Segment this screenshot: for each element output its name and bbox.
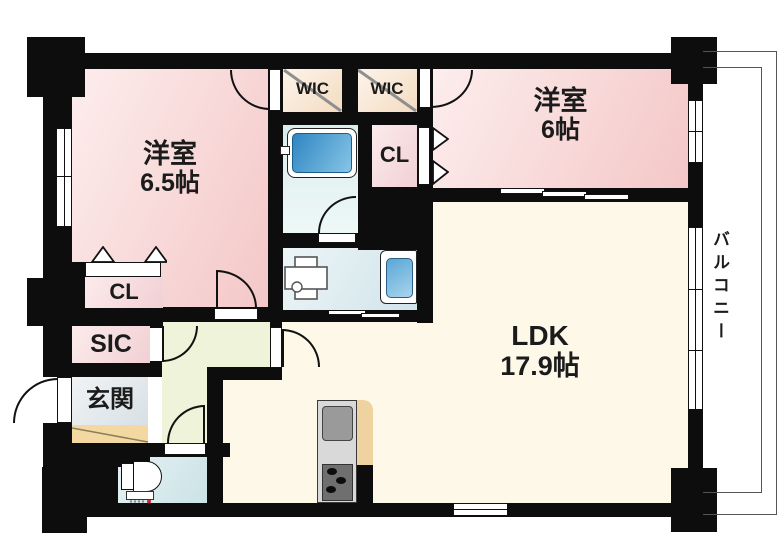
bedroom2-size: 6帖 xyxy=(541,116,580,145)
wall-below-closet2 xyxy=(358,187,433,250)
door-leaf-wic1 xyxy=(269,69,281,111)
opening-sic xyxy=(150,328,162,361)
room-sic xyxy=(72,326,150,363)
window-ldk-right xyxy=(688,227,703,410)
room-wic1 xyxy=(283,68,342,113)
washbasin-icon xyxy=(380,250,417,304)
window-bedroom1-left xyxy=(56,128,72,227)
balcony-railing-outer xyxy=(703,51,777,515)
wall-bedroom1-right xyxy=(268,53,283,322)
ldk-size: 17.9帖 xyxy=(500,351,580,382)
wall-top xyxy=(60,53,700,69)
window-ldk-bottom xyxy=(453,503,508,516)
door-leaf-ldk xyxy=(270,327,282,368)
label-sic: SIC xyxy=(90,330,132,358)
sliding-door-bedroom2-panel xyxy=(542,191,587,197)
opening-entrance-hall xyxy=(148,377,162,424)
door-leaf-bathroom xyxy=(318,233,356,243)
sliding-door-bedroom2-panel xyxy=(584,194,629,200)
bathtub-faucet-icon xyxy=(280,146,290,155)
door-leaf-bedroom1 xyxy=(214,308,258,320)
sliding-door-washroom-panel xyxy=(361,313,400,318)
pillar-bottom-left xyxy=(42,467,87,533)
swing-door-entrance-icon xyxy=(13,378,58,423)
label-wic2: WIC xyxy=(370,79,404,98)
window-bedroom2-right xyxy=(688,100,703,163)
label-entrance: 玄関 xyxy=(86,386,134,413)
label-bedroom1: 洋室 6.5帖 xyxy=(72,139,268,197)
bedroom1-size: 6.5帖 xyxy=(140,169,200,198)
door-leaf-toilet xyxy=(164,443,206,455)
room-bedroom2 xyxy=(433,69,688,188)
wall-hall-ldk-h xyxy=(207,367,282,380)
wall-bath-closet xyxy=(358,112,372,190)
door-leaf-closet2 xyxy=(418,127,430,185)
kitchen-counter-return xyxy=(357,400,373,465)
kitchen-stove-icon xyxy=(322,464,353,501)
pillar-bottom-right xyxy=(671,468,717,532)
label-bedroom2: 洋室 6帖 xyxy=(433,86,688,144)
wall-wic-divider xyxy=(342,53,358,112)
room-closet2 xyxy=(372,125,417,187)
toilet-control-panel-icon xyxy=(126,491,154,504)
bedroom2-name: 洋室 xyxy=(533,86,588,116)
folding-door-closet1-icon xyxy=(90,246,167,263)
label-balcony: バルコニー xyxy=(710,229,730,345)
door-leaf-wic2 xyxy=(419,68,431,108)
wall-sic-bottom xyxy=(43,363,162,377)
wall-bottom xyxy=(87,503,700,517)
ldk-name: LDK xyxy=(511,320,569,351)
label-closet1: CL xyxy=(109,279,139,304)
room-entrance xyxy=(72,377,148,425)
folding-door-track-closet1 xyxy=(85,262,161,277)
sliding-door-washroom-panel xyxy=(328,310,366,315)
label-closet2: CL xyxy=(379,142,410,167)
wic2-diagonal-line xyxy=(357,68,417,113)
kitchen-counter xyxy=(317,400,357,503)
folding-door-closet2-icon xyxy=(432,127,449,185)
bedroom1-name: 洋室 xyxy=(143,139,197,169)
wall-left-lower xyxy=(43,423,72,443)
entrance-step xyxy=(71,425,149,443)
kitchen-sink-icon xyxy=(322,406,353,441)
room-wic2 xyxy=(357,68,417,113)
balcony-railing-inner xyxy=(703,67,762,493)
sliding-door-bedroom2-panel xyxy=(500,188,545,194)
wall-hall-kitchen xyxy=(207,380,223,457)
label-ldk: LDK 17.9帖 xyxy=(412,320,668,382)
washing-machine-pan-icon xyxy=(284,256,328,300)
wall-closet1-band xyxy=(27,308,163,326)
entrance-step-line xyxy=(71,427,149,443)
wall-left-bump xyxy=(27,278,43,311)
room-closet1 xyxy=(85,277,163,308)
bathtub-icon xyxy=(287,128,357,178)
wall-kitchen-stub xyxy=(357,465,373,503)
label-wic1: WIC xyxy=(295,79,330,98)
room-ldk xyxy=(433,202,688,503)
wic1-diagonal-line xyxy=(283,68,342,113)
wall-toilet-left xyxy=(87,467,118,503)
door-leaf-entrance xyxy=(57,377,72,423)
room-ldk-left xyxy=(223,380,282,503)
wall-toilet-right xyxy=(207,457,223,503)
wall-closet1-left xyxy=(72,262,85,308)
